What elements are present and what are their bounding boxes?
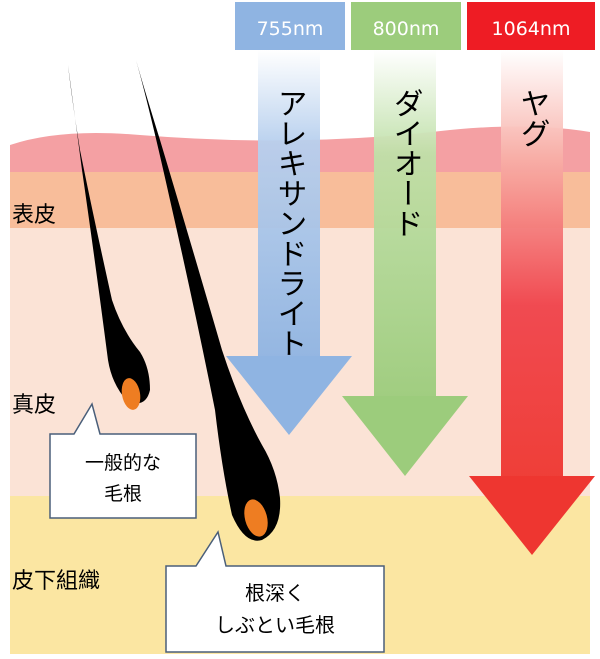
- normal-hair: [68, 65, 150, 410]
- alexandrite-header: 755nm: [235, 2, 345, 50]
- diode-arrow: [342, 50, 468, 476]
- normal-hair-bulb: [121, 378, 141, 410]
- deep-root-line1: 根深く: [245, 581, 305, 605]
- deep-root-callout: 根深く しぶとい毛根: [165, 530, 385, 653]
- alexandrite-name: アレキサンドライト: [272, 88, 307, 358]
- subcutaneous-label: 皮下組織: [12, 569, 100, 594]
- diode-name: ダイオード: [388, 88, 423, 238]
- deep-root-line2: しぶとい毛根: [215, 613, 335, 637]
- alexandrite-wavelength: 755nm: [257, 18, 324, 40]
- yag-wavelength: 1064nm: [492, 18, 571, 40]
- yag-header: 1064nm: [467, 2, 595, 50]
- yag-arrow: [469, 50, 595, 555]
- alexandrite-arrow: [226, 50, 352, 435]
- yag-name: ヤグ: [515, 88, 550, 148]
- diode-wavelength: 800nm: [373, 18, 440, 40]
- normal-root-line2: 毛根: [104, 483, 142, 505]
- deep-hair: [136, 60, 281, 541]
- epidermis-label: 表皮: [12, 203, 56, 228]
- normal-root-callout: 一般的な 毛根: [49, 402, 197, 519]
- deep-hair-bulb: [244, 499, 268, 537]
- normal-root-line1: 一般的な: [85, 452, 161, 474]
- dermis-label: 真皮: [12, 393, 56, 418]
- diode-header: 800nm: [351, 2, 461, 50]
